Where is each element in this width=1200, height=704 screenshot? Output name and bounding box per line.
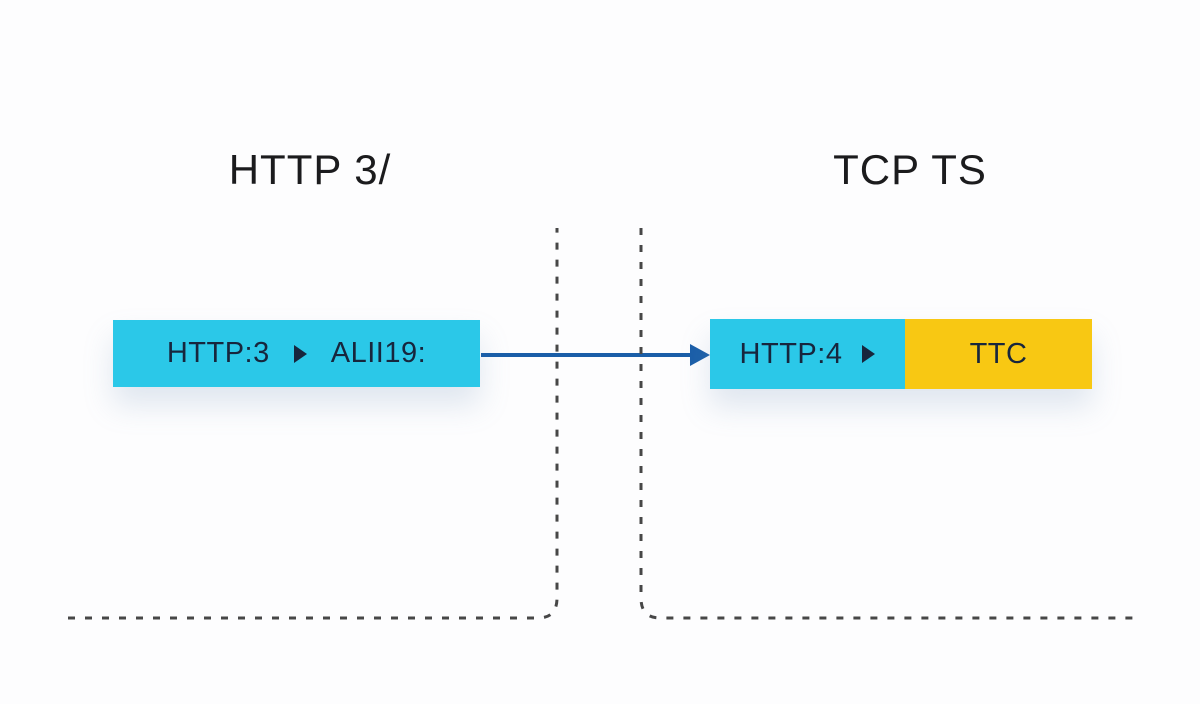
flow-arrow-shaft — [481, 353, 691, 357]
ttc-payload-segment: TTC — [905, 319, 1092, 389]
http4-packet-box: HTTP:4 TTC — [710, 319, 1092, 389]
left-dashed-boundary — [68, 228, 559, 620]
http3-protocol-label: HTTP:3 — [166, 337, 270, 369]
left-panel-title: HTTP 3/ — [228, 146, 392, 193]
flow-arrow-right-icon — [481, 344, 710, 366]
right-panel-title: TCP TS — [833, 146, 987, 193]
flow-arrow-head — [690, 344, 710, 366]
http3-packet-box: HTTP:3 ALII19: — [113, 320, 480, 387]
right-dashed-boundary — [639, 228, 1135, 620]
http4-protocol-segment: HTTP:4 — [710, 319, 905, 389]
http3-detail-label: ALII19: — [330, 337, 427, 369]
http4-protocol-label: HTTP:4 — [739, 337, 843, 370]
caret-right-icon — [862, 345, 876, 363]
caret-right-icon — [293, 344, 307, 363]
ttc-payload-label: TTC — [969, 337, 1028, 370]
